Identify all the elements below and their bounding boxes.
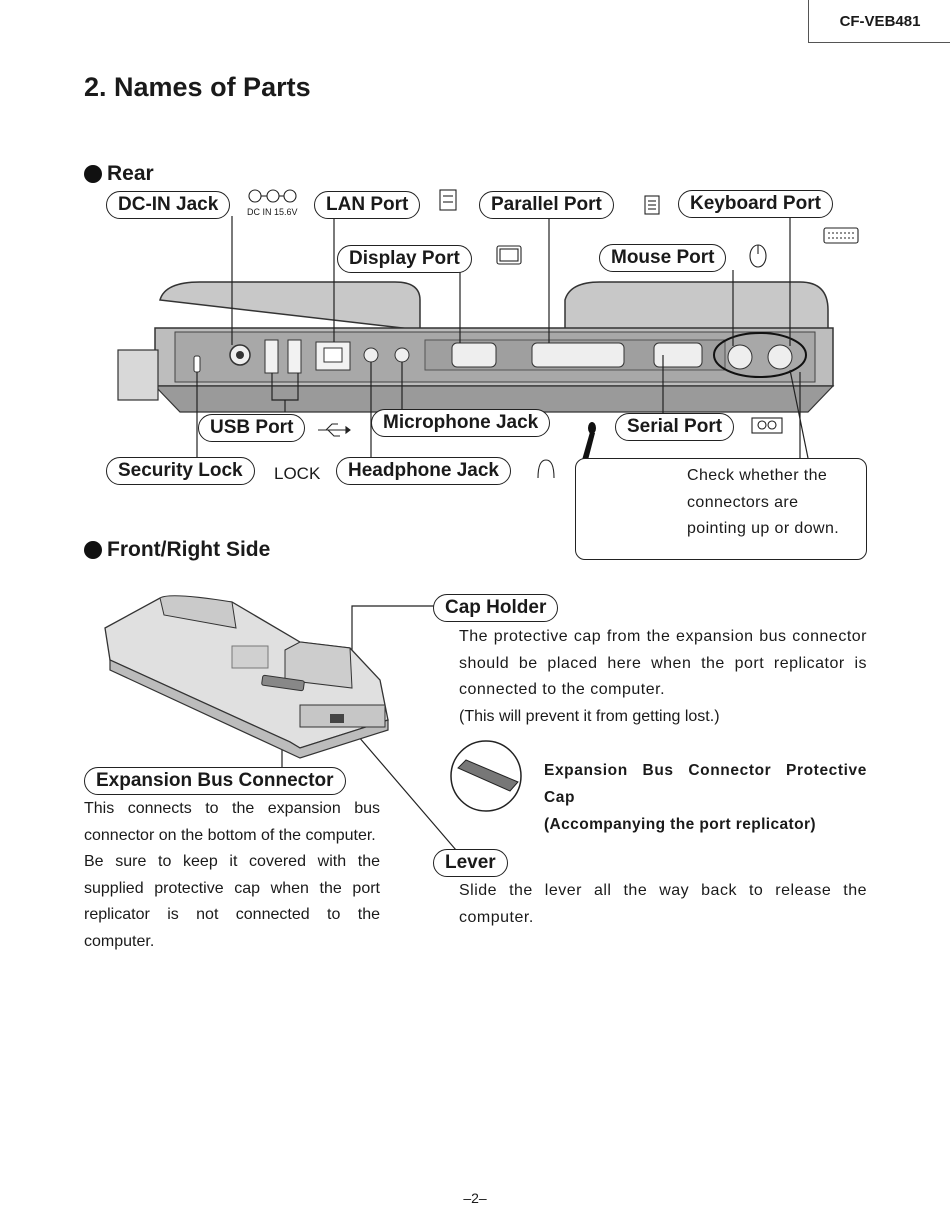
dc-in-pin (236, 351, 244, 359)
parallel-port-label: Parallel Port (479, 191, 614, 219)
expansion-text: This connects to the expansion bus conne… (84, 796, 380, 849)
cap-holder-description: The protective cap from the expansion bu… (459, 624, 867, 730)
connector-note-text: Check whether the connectors are pointin… (687, 463, 857, 543)
expansion-description: This connects to the expansion bus conne… (84, 796, 380, 955)
headphone-icon (538, 460, 554, 478)
lock-text: LOCK (274, 464, 320, 484)
mic-connector (364, 348, 378, 362)
security-lock-label: Security Lock (106, 457, 255, 485)
mouse-connector (728, 345, 752, 369)
cap-holder-label: Cap Holder (433, 594, 558, 622)
bullet-icon (84, 541, 102, 559)
lan-socket (324, 348, 342, 362)
microphone-icon (582, 432, 595, 460)
display-connector (452, 343, 496, 367)
keyboard-port-icon (824, 228, 858, 243)
headphone-connector (395, 348, 409, 362)
usb-connector-1 (265, 340, 278, 373)
cap-holder-text-2: (This will prevent it from getting lost.… (459, 704, 867, 731)
keyboard-connector (768, 345, 792, 369)
protective-cap-subtitle: (Accompanying the port replicator) (544, 811, 867, 838)
lan-port-label: LAN Port (314, 191, 420, 219)
rear-hump-right (565, 282, 828, 330)
lever-shape (330, 714, 344, 723)
dc-in-jack-label: DC-IN Jack (106, 191, 230, 219)
expansion-text-2: Be sure to keep it covered with the supp… (84, 849, 380, 955)
rear-hump-left (160, 282, 420, 330)
mouse-port-label: Mouse Port (599, 244, 726, 272)
cap-holder-text: The protective cap from the expansion bu… (459, 624, 867, 704)
serial-port-label: Serial Port (615, 413, 734, 441)
front-heading: Front/Right Side (84, 538, 270, 562)
dc-in-rating: DC IN 15.6V (247, 207, 298, 217)
protective-cap-title: Expansion Bus Connector Protective Cap (544, 757, 867, 811)
replicator-pad (232, 646, 268, 668)
front-heading-text: Front/Right Side (107, 538, 270, 562)
lever-description: Slide the lever all the way back to rele… (459, 878, 867, 931)
lan-port-icon (440, 190, 456, 210)
usb-port-label: USB Port (198, 414, 305, 442)
page-number: –2– (0, 1190, 950, 1206)
dc-in-icon (249, 190, 296, 202)
serial-connector (654, 343, 702, 367)
rear-side-block (118, 350, 158, 400)
headphone-jack-label: Headphone Jack (336, 457, 511, 485)
keyboard-port-label: Keyboard Port (678, 190, 833, 218)
protective-cap-caption: Expansion Bus Connector Protective Cap (… (544, 757, 867, 838)
usb-connector-2 (288, 340, 301, 373)
usb-icon (318, 424, 350, 436)
security-lock-slot (194, 356, 200, 372)
microphone-jack-label: Microphone Jack (371, 409, 550, 437)
serial-port-icon (752, 418, 782, 433)
display-port-label: Display Port (337, 245, 472, 273)
parallel-connector (532, 343, 624, 367)
lever-label: Lever (433, 849, 508, 877)
expansion-bus-connector-label: Expansion Bus Connector (84, 767, 346, 795)
